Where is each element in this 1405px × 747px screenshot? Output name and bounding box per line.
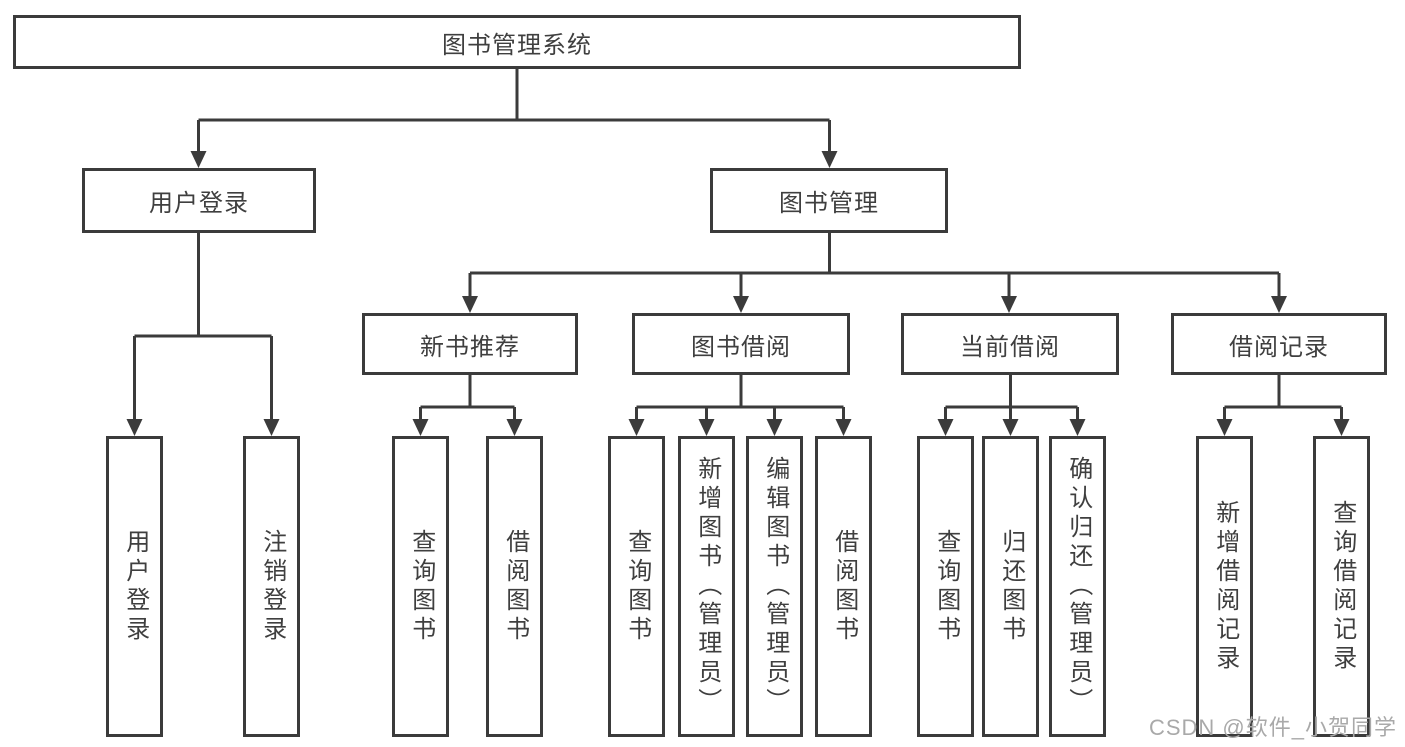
edge-root-split — [197, 69, 831, 154]
node-borrowing-records: 借阅记录 — [1171, 313, 1387, 375]
leaf-user-login: 用户登录 — [106, 436, 163, 737]
edge-borrow-records-split — [1223, 375, 1343, 422]
leaf-borrow-books-newbooks: 借阅图书 — [486, 436, 543, 737]
node-user-login: 用户登录 — [82, 168, 316, 233]
edge-current-borrow-split — [944, 375, 1079, 422]
leaf-query-borrow-record: 查询借阅记录 — [1313, 436, 1370, 737]
node-current-borrowing: 当前借阅 — [901, 313, 1119, 375]
node-new-book-recommend: 新书推荐 — [362, 313, 578, 375]
leaf-query-books-borrowing: 查询图书 — [608, 436, 665, 737]
csdn-watermark: CSDN @软件_小贺同学 — [1148, 715, 1397, 740]
leaf-query-books-current: 查询图书 — [917, 436, 974, 737]
edge-book-mgmt-split — [468, 233, 1281, 300]
edge-new-books-split — [419, 375, 516, 422]
leaf-return-book: 归还图书 — [982, 436, 1039, 737]
leaf-borrow-books-borrowing: 借阅图书 — [815, 436, 872, 737]
node-book-borrowing: 图书借阅 — [632, 313, 850, 375]
leaf-confirm-return-admin: 确认归还（管理员） — [1049, 436, 1106, 737]
edge-book-borrow-split — [635, 375, 845, 422]
node-root-system: 图书管理系统 — [13, 15, 1021, 69]
leaf-add-book-admin: 新增图书（管理员） — [678, 436, 735, 737]
node-book-management: 图书管理 — [710, 168, 948, 233]
arrowheads — [126, 151, 1350, 436]
leaf-edit-book-admin: 编辑图书（管理员） — [746, 436, 803, 737]
leaf-add-borrow-record: 新增借阅记录 — [1196, 436, 1253, 737]
leaf-logout: 注销登录 — [243, 436, 300, 737]
edge-user-login-split — [133, 233, 273, 422]
leaf-query-books-newbooks: 查询图书 — [392, 436, 449, 737]
